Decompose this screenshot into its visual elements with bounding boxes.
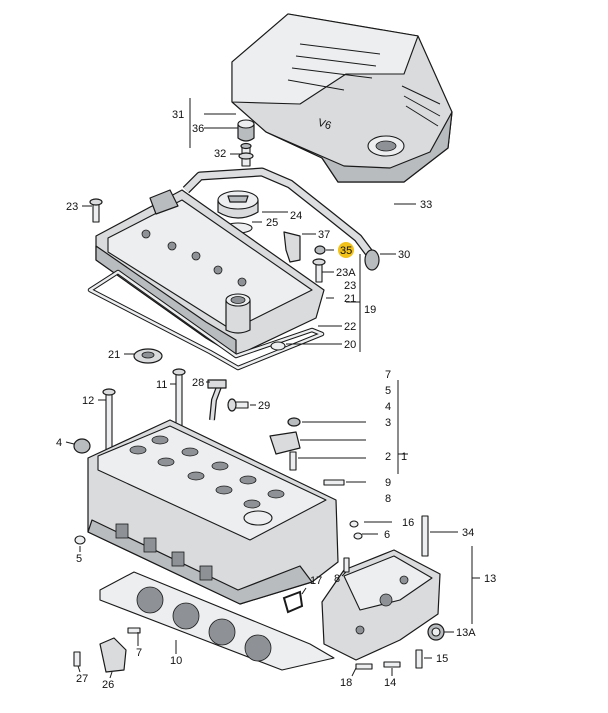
bolt-8-lower	[343, 557, 350, 573]
seal-17	[282, 590, 304, 614]
callout-4-top: 4	[385, 401, 391, 413]
callout-23-top: 23	[66, 201, 78, 213]
bolt-23-top	[89, 198, 103, 223]
callout-35-highlight	[338, 242, 354, 258]
bracket-37	[283, 231, 301, 263]
callout-1: 1	[401, 451, 407, 463]
callout-11: 11	[156, 379, 167, 391]
callout-13A: 13A	[456, 627, 476, 639]
bracket-4-head	[269, 431, 301, 455]
camshaft-bearings	[129, 435, 285, 509]
grommet-35	[314, 245, 326, 255]
cylinder-head-cover	[95, 189, 325, 357]
cover-badge-text: V6	[316, 117, 333, 133]
bolt-18	[355, 663, 373, 670]
group-brackets	[189, 98, 480, 624]
callout-7-lower: 7	[136, 647, 142, 659]
callout-6: 6	[384, 529, 390, 541]
callout-29: 29	[258, 400, 270, 412]
dowel-7	[127, 627, 141, 634]
callout-12: 12	[82, 395, 94, 407]
callout-26: 26	[102, 679, 114, 691]
callout-17: 17	[310, 575, 322, 587]
bolt-11	[172, 368, 186, 433]
callout-22: 22	[344, 321, 356, 333]
callout-labels: 31 36 32 23 24 25 33 37 35 30 23A 23 21 …	[56, 109, 496, 691]
callout-34: 34	[462, 527, 474, 539]
callout-33: 33	[420, 199, 432, 211]
callout-2: 2	[385, 451, 391, 463]
callout-35: 35	[340, 245, 352, 257]
stud-34	[421, 515, 429, 557]
bolt-29	[227, 398, 249, 412]
callout-5-top: 5	[385, 385, 391, 397]
pipe-28	[207, 379, 227, 421]
leader-lines	[65, 113, 458, 679]
bolt-12	[102, 388, 116, 451]
bolt-15	[415, 649, 423, 669]
callout-4-left: 4	[56, 437, 62, 449]
seal-13A	[427, 623, 445, 641]
callout-8-lower: 8	[334, 573, 340, 585]
bolt-9	[323, 479, 345, 486]
washer-5	[74, 535, 86, 545]
callout-9: 9	[385, 477, 391, 489]
callout-23A: 23A	[336, 267, 356, 279]
callout-15: 15	[436, 653, 448, 665]
nut-3	[287, 417, 301, 427]
callout-14: 14	[384, 677, 396, 689]
breather-hose	[182, 167, 380, 271]
bolt-14	[383, 661, 401, 668]
callout-10: 10	[170, 655, 182, 667]
bracket-26	[99, 637, 127, 673]
callout-5-left: 5	[76, 553, 82, 565]
engine-cover: V6	[231, 13, 453, 183]
cover-gasket	[87, 269, 325, 371]
callout-8-right: 8	[385, 493, 391, 505]
grommet-20	[270, 341, 286, 351]
callout-30: 30	[398, 249, 410, 261]
intake-ports	[115, 523, 213, 581]
plug-4	[73, 438, 91, 454]
callout-24: 24	[290, 210, 302, 222]
callout-13: 13	[484, 573, 496, 585]
stud-32	[238, 142, 254, 167]
callout-16: 16	[402, 517, 414, 529]
callout-20: 20	[344, 339, 356, 351]
seals-16	[349, 520, 363, 540]
cover-mount-36	[237, 119, 255, 142]
bolt-23A	[312, 258, 326, 283]
callout-37: 37	[318, 229, 330, 241]
callout-21-left: 21	[108, 349, 120, 361]
housing-13	[321, 549, 441, 661]
cylinder-head-gasket	[99, 571, 335, 671]
callout-28: 28	[192, 377, 204, 389]
callout-36: 36	[192, 123, 204, 135]
callout-27: 27	[76, 673, 88, 685]
callout-19: 19	[364, 304, 376, 316]
stud-2	[289, 451, 297, 471]
cylinder-head	[87, 419, 339, 605]
callout-23-mid: 23	[344, 280, 356, 292]
callout-25: 25	[266, 217, 278, 229]
callout-7-top: 7	[385, 369, 391, 381]
callout-18: 18	[340, 677, 352, 689]
callout-21-top: 21	[344, 293, 356, 305]
plug-21	[133, 348, 163, 364]
bolt-27	[73, 651, 81, 667]
callout-32: 32	[214, 148, 226, 160]
callout-3: 3	[385, 417, 391, 429]
callout-31: 31	[172, 109, 184, 121]
